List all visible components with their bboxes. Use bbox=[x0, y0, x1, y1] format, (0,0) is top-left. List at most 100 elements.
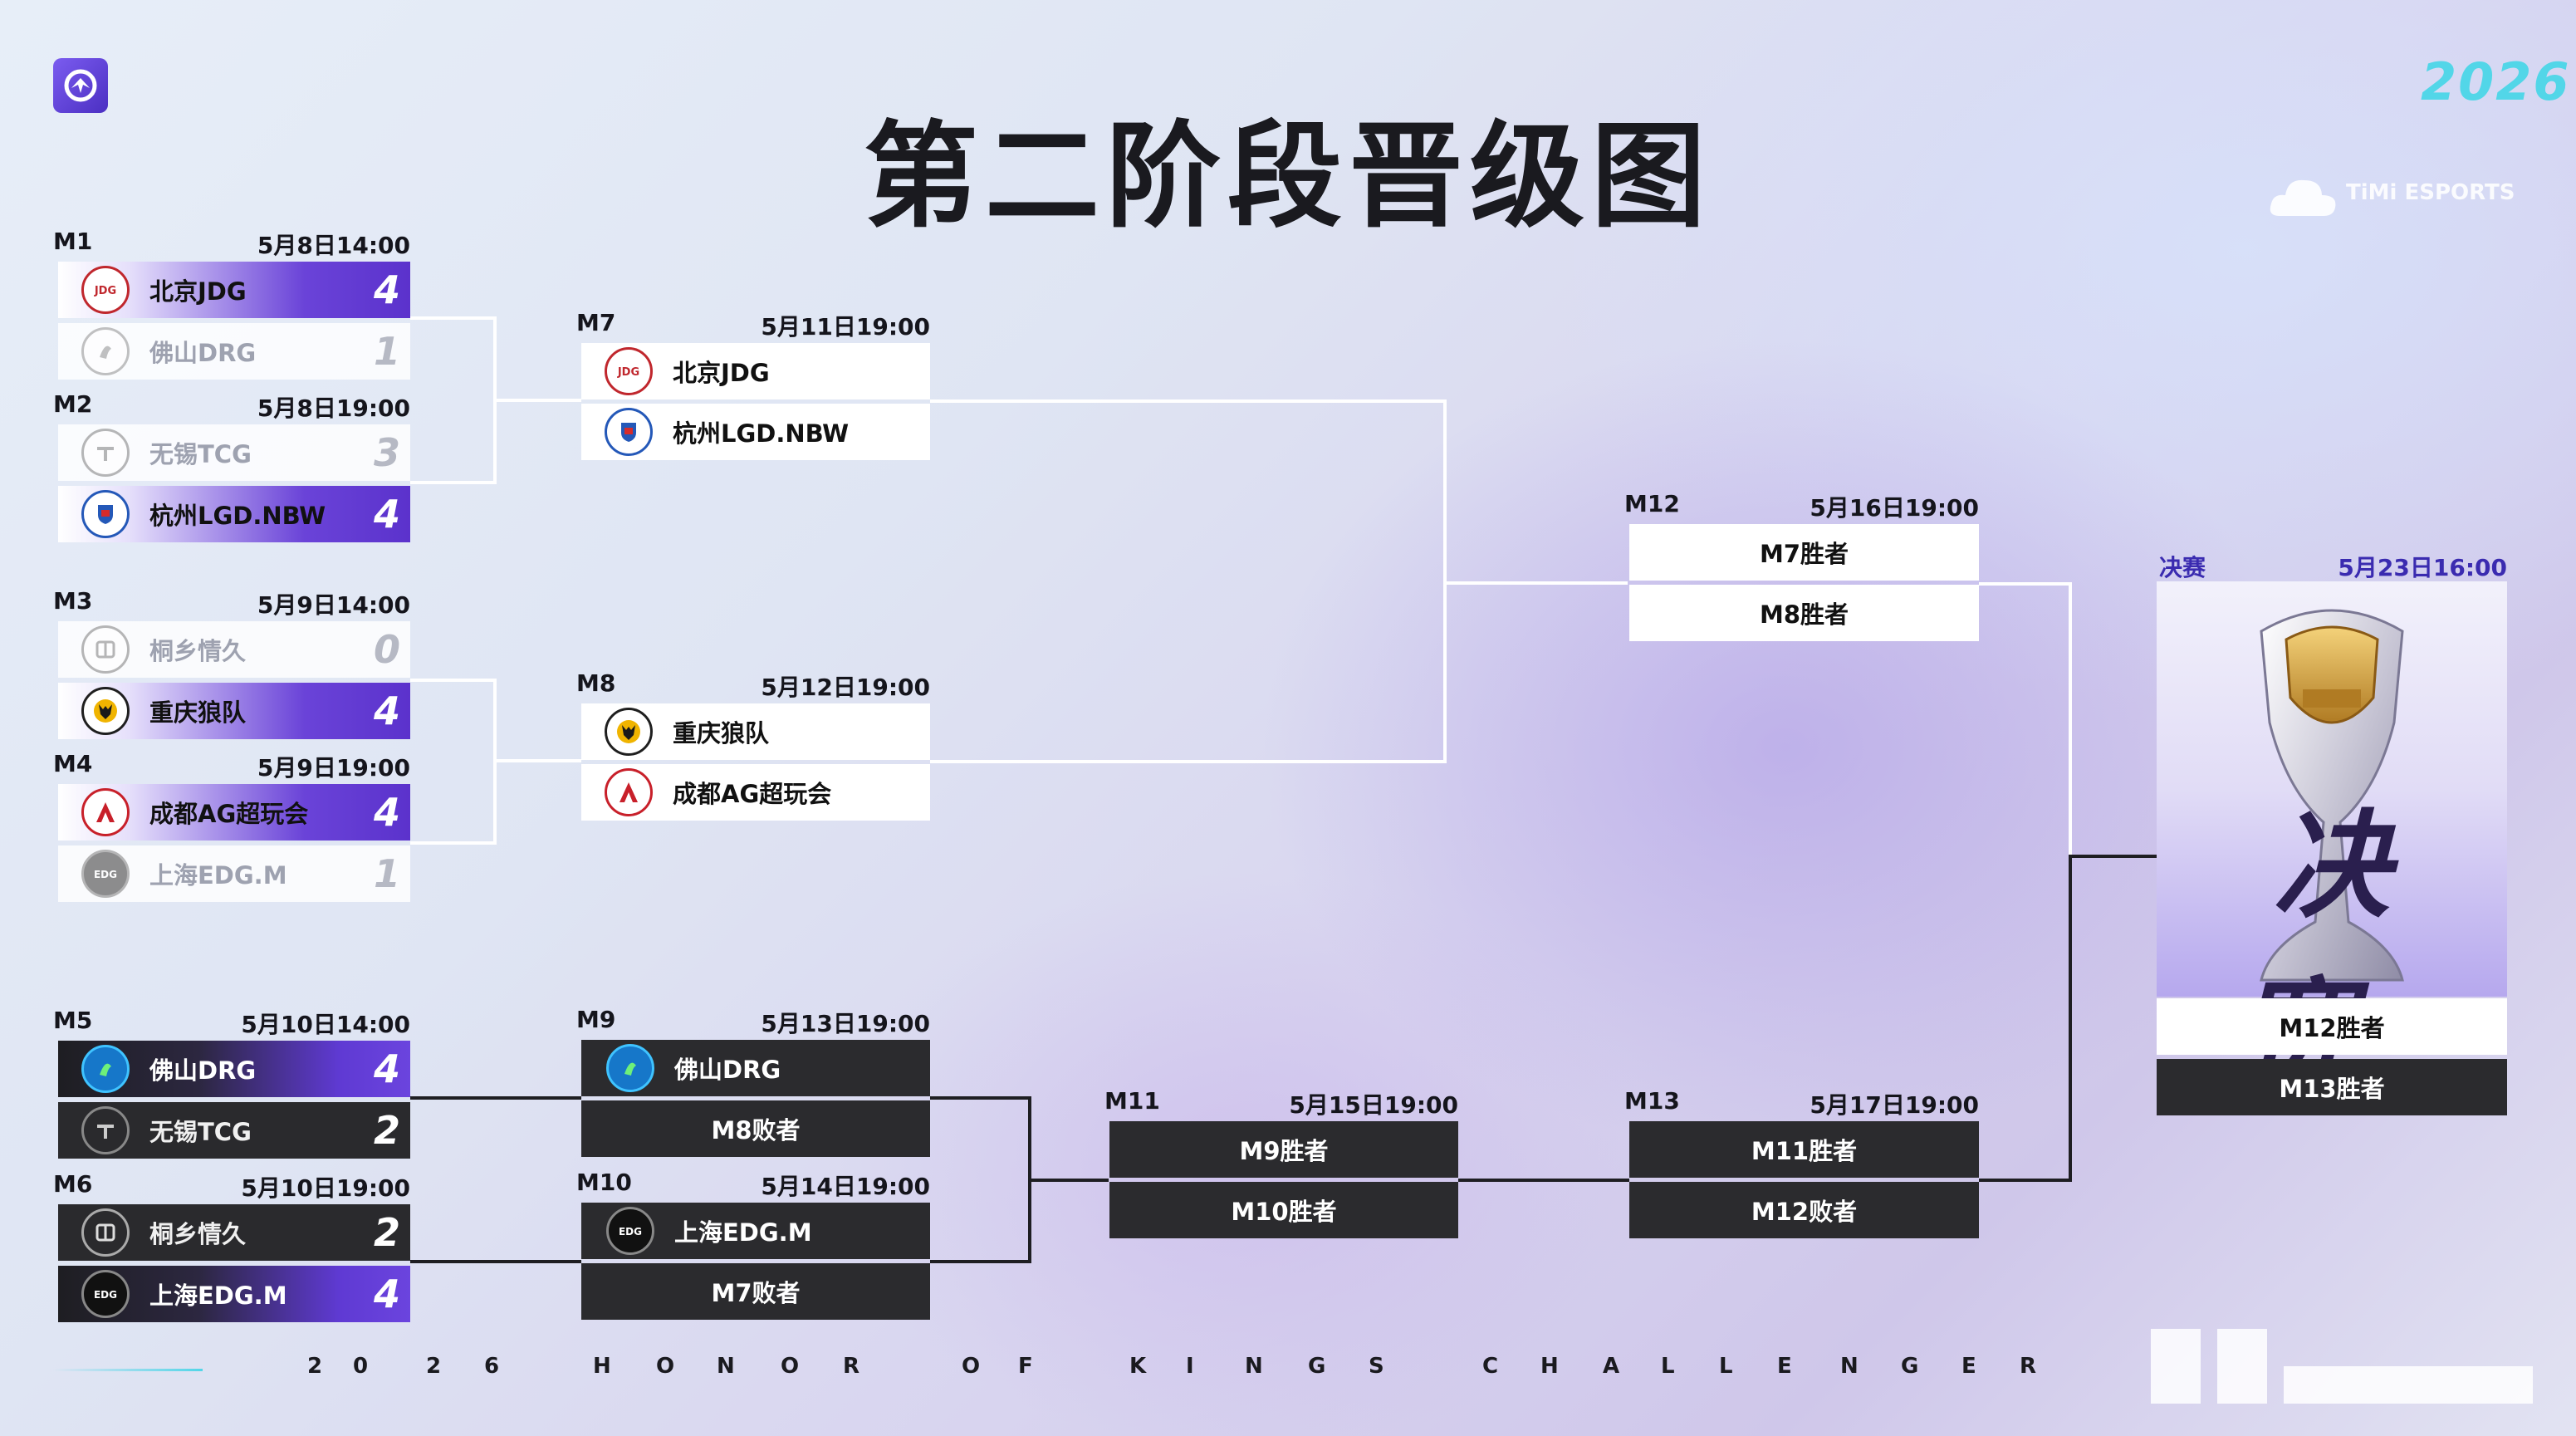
match-code: M8 bbox=[576, 669, 616, 697]
team-name: 佛山DRG bbox=[149, 1056, 257, 1085]
team-name: 重庆狼队 bbox=[673, 719, 770, 747]
team-row-m7-jdg[interactable]: JDG 北京JDG bbox=[581, 343, 930, 399]
team-name: M9胜者 bbox=[1239, 1137, 1329, 1165]
jdg-logo-icon: JDG bbox=[605, 347, 653, 395]
team-row-m9-drg[interactable]: 佛山DRG bbox=[581, 1040, 930, 1096]
match-code: M9 bbox=[576, 1006, 616, 1033]
wolves-logo-icon bbox=[605, 708, 653, 756]
qingjiu-logo-icon bbox=[81, 1208, 130, 1257]
footer-letter: G bbox=[1901, 1354, 1919, 1379]
team-name: 北京JDG bbox=[673, 359, 770, 387]
footer-letter: N bbox=[717, 1354, 735, 1379]
team-row-final-m13-winner[interactable]: M13胜者 bbox=[2157, 1059, 2507, 1115]
team-row-m12-m7-winner[interactable]: M7胜者 bbox=[1629, 524, 1979, 581]
team-name: 北京JDG bbox=[149, 277, 247, 306]
wolves-logo-icon bbox=[81, 687, 130, 735]
team-score: 4 bbox=[373, 1272, 400, 1316]
match-header-m11: M11 5月15日19:00 bbox=[1104, 1087, 1458, 1119]
edg-logo-icon: EDG bbox=[606, 1207, 654, 1255]
team-row-m3-qingjiu[interactable]: 桐乡情久 0 bbox=[58, 621, 410, 678]
team-row-m13-m11-winner[interactable]: M11胜者 bbox=[1629, 1121, 1979, 1178]
footer-accent-line bbox=[53, 1369, 203, 1371]
team-row-m8-wolves[interactable]: 重庆狼队 bbox=[581, 703, 930, 760]
team-row-m11-m10-winner[interactable]: M10胜者 bbox=[1109, 1182, 1458, 1238]
team-row-m11-m9-winner[interactable]: M9胜者 bbox=[1109, 1121, 1458, 1178]
match-header-m5: M5 5月10日14:00 bbox=[53, 1007, 410, 1038]
drg-logo-icon bbox=[81, 1045, 130, 1093]
tcg-logo-icon bbox=[81, 429, 130, 477]
team-name: M7败者 bbox=[711, 1279, 801, 1307]
tcg-logo-icon bbox=[81, 1106, 130, 1154]
match-header-m12: M12 5月16日19:00 bbox=[1624, 490, 1979, 522]
team-score: 4 bbox=[373, 689, 400, 733]
team-row-m5-drg[interactable]: 佛山DRG 4 bbox=[58, 1041, 410, 1097]
match-code: M10 bbox=[576, 1169, 632, 1196]
match-time: 5月8日19:00 bbox=[257, 395, 410, 422]
team-name: 成都AG超玩会 bbox=[673, 780, 832, 808]
team-name: M11胜者 bbox=[1751, 1137, 1858, 1165]
match-header-m4: M4 5月9日19:00 bbox=[53, 750, 410, 782]
team-row-m1-drg[interactable]: 佛山DRG 1 bbox=[58, 323, 410, 380]
svg-text:JDG: JDG bbox=[94, 285, 116, 297]
dragon-logo-icon bbox=[64, 69, 97, 102]
lgd-logo-icon bbox=[81, 490, 130, 538]
match-time: 5月9日19:00 bbox=[257, 754, 410, 782]
team-row-m4-ag[interactable]: 成都AG超玩会 4 bbox=[58, 784, 410, 841]
svg-text:JDG: JDG bbox=[617, 366, 639, 379]
final-panel: 决赛 bbox=[2157, 581, 2507, 1102]
team-row-m1-jdg[interactable]: JDG 北京JDG 4 bbox=[58, 262, 410, 318]
team-row-m4-edg[interactable]: EDG 上海EDG.M 1 bbox=[58, 845, 410, 902]
team-row-m2-tcg[interactable]: 无锡TCG 3 bbox=[58, 424, 410, 481]
team-row-m5-tcg[interactable]: 无锡TCG 2 bbox=[58, 1102, 410, 1159]
match-header-m13: M13 5月17日19:00 bbox=[1624, 1087, 1979, 1119]
team-score: 4 bbox=[373, 492, 400, 537]
match-code: M1 bbox=[53, 228, 93, 255]
drg-logo-icon bbox=[606, 1044, 654, 1092]
svg-text:EDG: EDG bbox=[94, 1289, 117, 1301]
footer-letter: O bbox=[656, 1354, 675, 1379]
team-name: 成都AG超玩会 bbox=[149, 800, 309, 828]
lgd-logo-icon bbox=[605, 408, 653, 456]
team-row-m13-m12-loser[interactable]: M12败者 bbox=[1629, 1182, 1979, 1238]
team-row-final-m12-winner[interactable]: M12胜者 bbox=[2157, 998, 2507, 1055]
team-name: M13胜者 bbox=[2279, 1075, 2385, 1103]
team-row-m9-m8-loser[interactable]: M8败者 bbox=[581, 1100, 930, 1157]
footer-letter: N bbox=[1245, 1354, 1263, 1379]
team-row-m2-lgd[interactable]: 杭州LGD.NBW 4 bbox=[58, 486, 410, 542]
final-big-label: 决赛 bbox=[2236, 799, 2465, 1102]
team-score: 0 bbox=[373, 627, 400, 672]
match-time: 5月13日19:00 bbox=[761, 1010, 930, 1037]
team-row-m6-qingjiu[interactable]: 桐乡情久 2 bbox=[58, 1204, 410, 1261]
match-code: M5 bbox=[53, 1007, 93, 1034]
team-name: M12胜者 bbox=[2279, 1014, 2385, 1042]
team-row-m12-m8-winner[interactable]: M8胜者 bbox=[1629, 585, 1979, 641]
match-time: 5月10日19:00 bbox=[241, 1174, 410, 1202]
match-header-m1: M1 5月8日14:00 bbox=[53, 228, 410, 259]
footer-letter: 2 bbox=[426, 1354, 442, 1379]
team-row-m6-edg[interactable]: EDG 上海EDG.M 4 bbox=[58, 1266, 410, 1322]
match-code: M13 bbox=[1624, 1087, 1680, 1115]
match-header-m8: M8 5月12日19:00 bbox=[576, 669, 930, 701]
team-row-m8-ag[interactable]: 成都AG超玩会 bbox=[581, 764, 930, 821]
match-header-m9: M9 5月13日19:00 bbox=[576, 1006, 930, 1037]
match-time: 5月14日19:00 bbox=[761, 1173, 930, 1200]
match-header-m6: M6 5月10日19:00 bbox=[53, 1170, 410, 1202]
footer-letter: K bbox=[1129, 1354, 1147, 1379]
team-name: M8胜者 bbox=[1759, 600, 1849, 629]
footer-letter: 6 bbox=[484, 1354, 500, 1379]
footer-letter: O bbox=[781, 1354, 800, 1379]
match-time: 5月11日19:00 bbox=[761, 313, 930, 341]
team-name: 重庆狼队 bbox=[149, 698, 247, 727]
footer-letter: 0 bbox=[353, 1354, 369, 1379]
team-name: M7胜者 bbox=[1759, 540, 1849, 568]
team-name: M12败者 bbox=[1751, 1198, 1858, 1226]
edg-logo-icon: EDG bbox=[81, 850, 130, 898]
team-row-m3-wolves[interactable]: 重庆狼队 4 bbox=[58, 683, 410, 739]
drg-logo-icon bbox=[81, 327, 130, 375]
footer-letter: H bbox=[593, 1354, 611, 1379]
team-row-m10-edg[interactable]: EDG 上海EDG.M bbox=[581, 1203, 930, 1259]
team-row-m7-lgd[interactable]: 杭州LGD.NBW bbox=[581, 404, 930, 460]
footer-letter: F bbox=[1018, 1354, 1033, 1379]
ag-logo-icon bbox=[81, 788, 130, 836]
team-row-m10-m7-loser[interactable]: M7败者 bbox=[581, 1263, 930, 1320]
